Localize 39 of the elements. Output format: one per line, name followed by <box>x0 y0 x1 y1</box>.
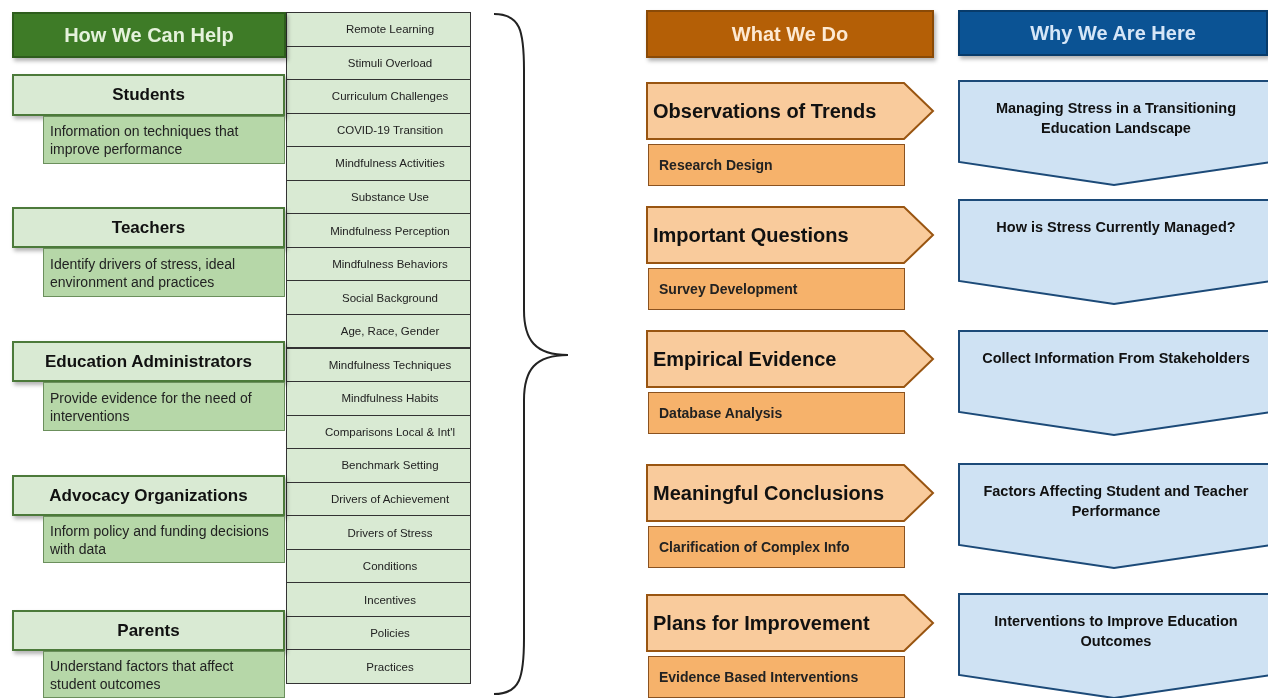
column-header: Why We Are Here <box>958 10 1268 56</box>
step-title: Meaningful Conclusions <box>652 481 885 505</box>
method-box: Evidence Based Interventions <box>648 656 905 698</box>
step-title: Observations of Trends <box>652 99 877 123</box>
description-box: Identify drivers of stress, ideal environment and practices <box>43 248 285 297</box>
reason-text: Factors Affecting Student and Teacher Performance <box>982 482 1250 521</box>
topic-cell: Remote Learning <box>286 12 471 47</box>
topic-cell: Incentives <box>286 582 471 617</box>
reason-text: How is Stress Currently Managed? <box>995 218 1237 237</box>
topic-cell: Mindfulness Perception <box>286 213 471 248</box>
description-box: Provide evidence for the need of interventions <box>43 382 285 431</box>
step-title: Empirical Evidence <box>652 347 837 371</box>
reason-text: Interventions to Improve Education Outcomes <box>993 612 1239 651</box>
method-box: Clarification of Complex Info <box>648 526 905 568</box>
description-box: Understand factors that affect student outcomes <box>43 651 285 698</box>
stakeholder-box: Advocacy Organizations <box>12 475 285 516</box>
topic-cell: Practices <box>286 649 471 684</box>
stakeholder-box: Teachers <box>12 207 285 248</box>
reason-text: Collect Information From Stakeholders <box>981 349 1251 368</box>
description-box: Information on techniques that improve performance <box>43 116 285 164</box>
topic-cell: Drivers of Stress <box>286 515 471 550</box>
topic-cell: Benchmark Setting <box>286 448 471 483</box>
method-box: Survey Development <box>648 268 905 310</box>
topic-cell: Mindfulness Habits <box>286 381 471 416</box>
topic-cell: Age, Race, Gender <box>286 313 471 349</box>
column-header: What We Do <box>646 10 934 58</box>
step-title: Plans for Improvement <box>652 611 870 635</box>
topic-cell: Social Background <box>286 280 471 315</box>
method-box: Research Design <box>648 144 905 186</box>
stakeholder-box: Students <box>12 74 285 116</box>
description-box: Inform policy and funding decisions with data <box>43 516 285 563</box>
stakeholder-box: Education Administrators <box>12 341 285 382</box>
reason-text: Managing Stress in a Transitioning Education Landscape <box>994 99 1238 138</box>
method-box: Database Analysis <box>648 392 905 434</box>
step-title: Important Questions <box>652 223 849 247</box>
column-header: How We Can Help <box>12 12 286 58</box>
topic-cell: Mindfulness Activities <box>286 146 471 181</box>
topic-cell: Curriculum Challenges <box>286 79 471 114</box>
stakeholder-box: Parents <box>12 610 285 651</box>
